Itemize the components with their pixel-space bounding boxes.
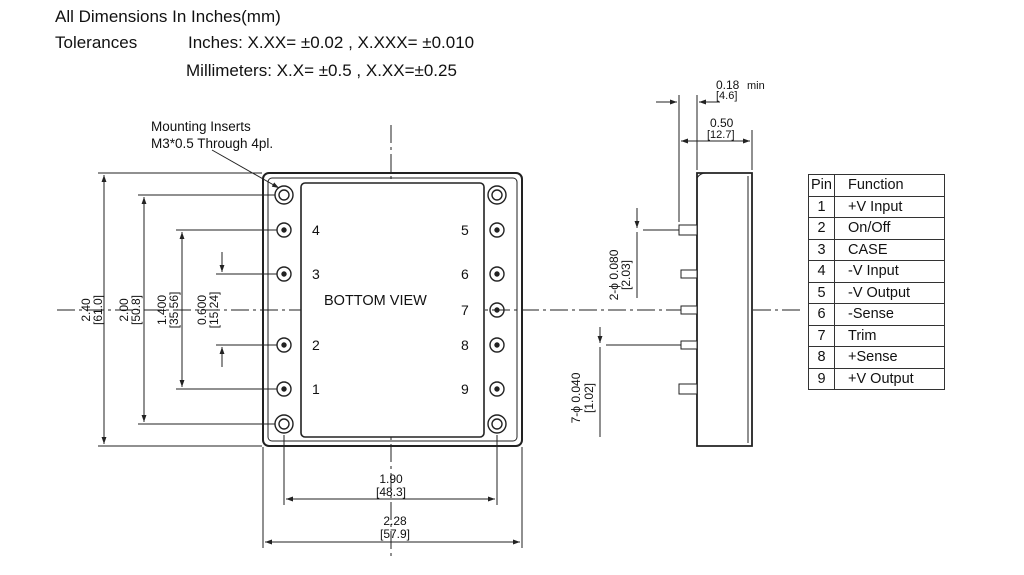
pin-label-1: 1 bbox=[312, 381, 320, 397]
tolerance-inches: Inches: X.XX= ±0.02 , X.XXX= ±0.010 bbox=[188, 33, 475, 52]
pin-function: -V Input bbox=[834, 260, 945, 283]
pin-number: 2 bbox=[808, 217, 835, 240]
dim-pin-pitch-in: 0.600 bbox=[195, 295, 209, 325]
pin-labels: 4 3 2 1 5 6 7 8 9 bbox=[312, 222, 469, 397]
case-outline bbox=[262, 172, 523, 447]
horizontal-dimensions bbox=[262, 435, 523, 548]
table-row: 6-Sense bbox=[808, 303, 945, 326]
vertical-dimensions bbox=[98, 172, 277, 447]
side-view bbox=[597, 95, 753, 447]
pin-number: 3 bbox=[808, 238, 835, 261]
dim-insert-h-mm: [48.3] bbox=[376, 485, 406, 499]
pin-number: 6 bbox=[808, 303, 835, 326]
mounting-note-line1: Mounting Inserts bbox=[151, 119, 251, 134]
dim-pin-dia-small-mm: [1.02] bbox=[582, 383, 596, 413]
pin-label-8: 8 bbox=[461, 337, 469, 353]
dim-insert-h-in: 1.90 bbox=[379, 472, 403, 486]
dim-pin-pitch-mm: [15.24] bbox=[207, 292, 221, 329]
dim-width-total-in: 2.28 bbox=[383, 514, 407, 528]
pin-number: 8 bbox=[808, 346, 835, 369]
dim-case-height-mm: [12.7] bbox=[707, 129, 735, 141]
header-function: Function bbox=[834, 174, 945, 197]
pin-function: +V Output bbox=[834, 367, 945, 390]
pin-label-2: 2 bbox=[312, 337, 320, 353]
dim-pin-length-in: 0.18 bbox=[716, 78, 740, 92]
bottom-view-label: BOTTOM VIEW bbox=[324, 293, 427, 309]
pin-label-5: 5 bbox=[461, 222, 469, 238]
pin-circle bbox=[276, 222, 505, 397]
header-pin: Pin bbox=[808, 174, 835, 197]
pin-function: -Sense bbox=[834, 303, 945, 326]
pin-number: 7 bbox=[808, 324, 835, 347]
dim-pin-dia-small-in: 7-ϕ 0.040 bbox=[569, 372, 583, 423]
table-row: 1+V Input bbox=[808, 195, 945, 218]
mounting-note-line2: M3*0.5 Through 4pl. bbox=[151, 136, 273, 151]
dim-case-height-in: 0.50 bbox=[710, 116, 734, 130]
pin-function: +Sense bbox=[834, 346, 945, 369]
label-area bbox=[300, 182, 485, 438]
pin-label-6: 6 bbox=[461, 266, 469, 282]
table-row: 5-V Output bbox=[808, 281, 945, 304]
pin-label-3: 3 bbox=[312, 266, 320, 282]
pin-function: +V Input bbox=[834, 195, 945, 218]
pin-function: Trim bbox=[834, 324, 945, 347]
pin-function: On/Off bbox=[834, 217, 945, 240]
pin-number: 1 bbox=[808, 195, 835, 218]
table-row: 4-V Input bbox=[808, 260, 945, 283]
dimensions-note: All Dimensions In Inches(mm) bbox=[55, 7, 281, 26]
dim-pin-span-in: 1.400 bbox=[155, 295, 169, 325]
mounting-insert bbox=[274, 185, 507, 434]
dim-pin-length-mm: [4.6] bbox=[716, 90, 737, 102]
dim-insert-v-in: 2.00 bbox=[117, 298, 131, 322]
table-row: 9+V Output bbox=[808, 367, 945, 390]
tolerances-label: Tolerances bbox=[55, 33, 138, 52]
dim-insert-v-mm: [50.8] bbox=[129, 295, 143, 325]
pin-label-7: 7 bbox=[461, 302, 469, 318]
dim-pin-span-mm: [35.56] bbox=[167, 292, 181, 329]
tolerance-millimeters: Millimeters: X.X= ±0.5 , X.XX=±0.25 bbox=[186, 61, 457, 80]
table-row: 8+Sense bbox=[808, 346, 945, 369]
dim-pin-length-unit: min bbox=[747, 80, 765, 92]
dim-height-total-in: 2.40 bbox=[79, 298, 93, 322]
pin-label-9: 9 bbox=[461, 381, 469, 397]
table-header-row: Pin Function bbox=[808, 174, 945, 197]
bottom-view bbox=[57, 125, 800, 560]
dim-width-total-mm: [57.9] bbox=[380, 527, 410, 541]
dim-height-total-mm: [61.0] bbox=[91, 295, 105, 325]
dim-pin-dia-large-mm: [2.03] bbox=[619, 260, 633, 290]
dim-pin-dia-large-in: 2-ϕ 0.080 bbox=[607, 249, 621, 300]
pin-label-4: 4 bbox=[312, 222, 320, 238]
pin-number: 4 bbox=[808, 260, 835, 283]
pin-function: CASE bbox=[834, 238, 945, 261]
pin-function: -V Output bbox=[834, 281, 945, 304]
pin-number: 5 bbox=[808, 281, 835, 304]
mounting-note-leader bbox=[211, 149, 280, 189]
case-inner-edge bbox=[267, 177, 518, 442]
pin-number: 9 bbox=[808, 367, 835, 390]
